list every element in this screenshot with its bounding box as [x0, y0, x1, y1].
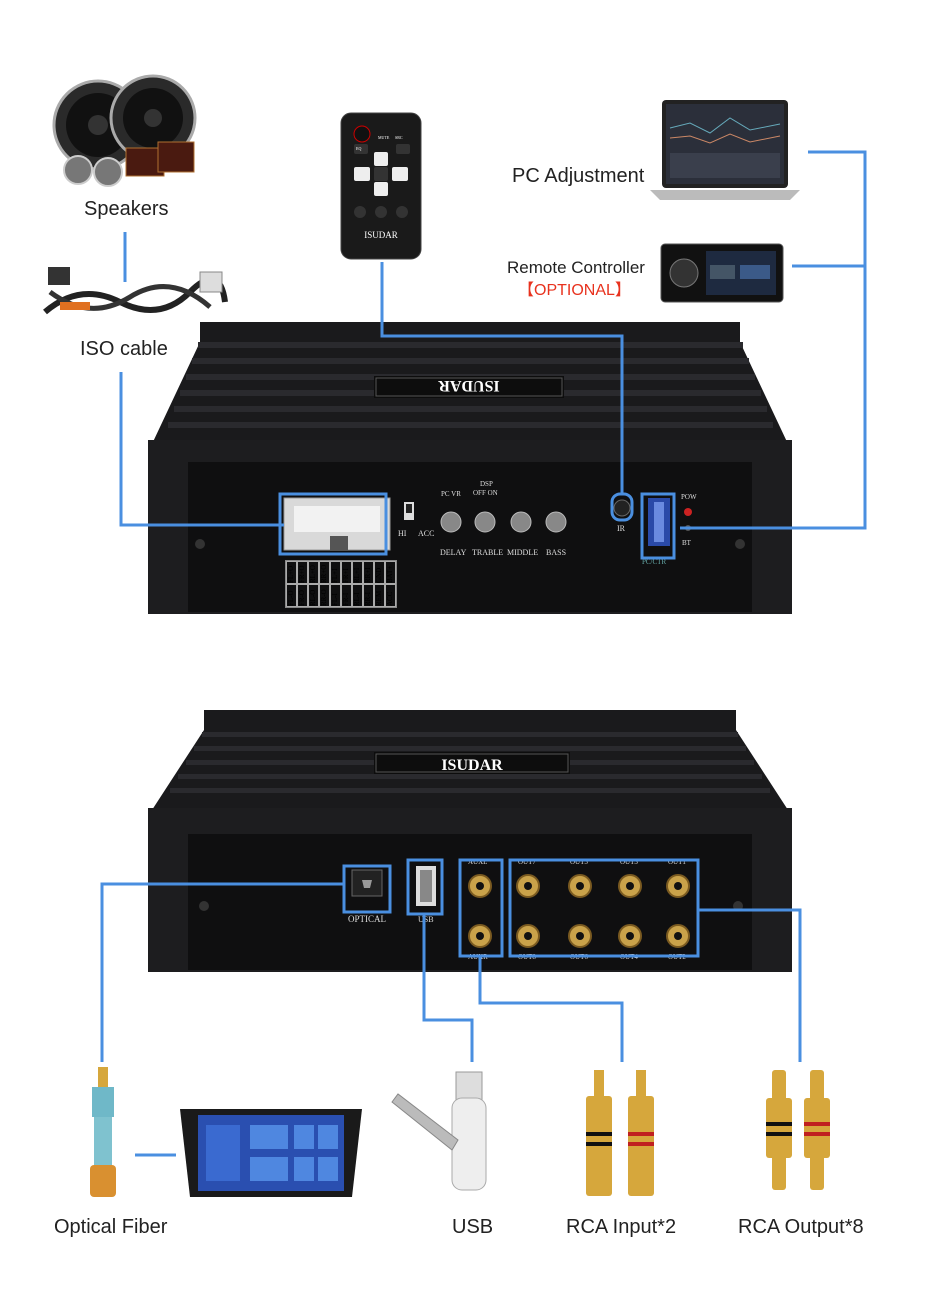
pin-label: FR-I: [341, 584, 352, 607]
optical-fiber-image: [82, 1065, 126, 1200]
pc-vr-label: PC VR: [441, 490, 461, 498]
front-logo: ISUDAR: [438, 377, 500, 394]
pin-label: RL-I: [352, 584, 363, 607]
acc-label: ACC: [418, 529, 434, 538]
laptop-image: [650, 98, 800, 202]
optional-label: 【OPTIONAL】: [518, 282, 631, 299]
pin-label: BAT+: [385, 561, 396, 584]
output-label: OUT7: [518, 858, 536, 866]
pin-label: RR+I: [363, 561, 374, 584]
off-on-label: OFF ON: [473, 489, 498, 497]
output-label: OUT8: [518, 953, 536, 961]
pin-label: RR+O: [319, 561, 330, 584]
remote-controller-label: Remote Controller: [507, 258, 645, 277]
rca-input-label: RCA Input*2: [566, 1216, 677, 1238]
pin-label: FL+O: [286, 561, 297, 584]
knob-label-trable: TRABLE: [472, 548, 503, 557]
pow-label: POW: [681, 493, 697, 501]
output-label: OUT2: [668, 953, 686, 961]
rca-output-image: [760, 1068, 840, 1198]
rca-input-image: [582, 1068, 662, 1200]
pin-label: RR-O: [319, 584, 330, 607]
hi-label: HI: [398, 529, 407, 538]
pin-label: RL+I: [352, 561, 363, 584]
pin-label: RL+O: [308, 561, 319, 584]
remote-image: ISUDAR MUTE SRC EQ: [340, 112, 422, 260]
pin-label: REM: [374, 584, 385, 607]
iso-cable-image: [40, 262, 230, 332]
speakers-label: Speakers: [84, 198, 169, 220]
head-unit-image: [176, 1105, 366, 1201]
output-label: OUT4: [620, 953, 638, 961]
remote-eq: EQ: [356, 146, 361, 151]
pin-label: FL+I: [330, 561, 341, 584]
dsp-unit-front: ISUDAR HI ACC PC VR DSP OFF ON DELAY TRA…: [148, 322, 792, 630]
output-label: OUT3: [620, 858, 638, 866]
iso-cable-label: ISO cable: [80, 338, 168, 360]
remote-mute: MUTE: [378, 135, 390, 140]
pin-label: FR+I: [341, 561, 352, 584]
pin-label: FR+O: [297, 561, 308, 584]
pin-label: ACC: [385, 584, 396, 607]
output-label: OUT5: [570, 858, 588, 866]
remote-src: SRC: [395, 135, 403, 140]
knob-label-middle: MIDDLE: [507, 548, 538, 557]
optical-fiber-label: Optical Fiber: [54, 1216, 168, 1238]
iso-pin-label-grid: FL+O FR+O RL+O RR+O FL+I FR+I RL+I RR+I …: [285, 560, 397, 608]
rear-logo: ISUDAR: [441, 757, 503, 774]
pin-label: GND: [374, 561, 385, 584]
rca-output-label: RCA Output*8: [738, 1216, 864, 1238]
pc-adjustment-label: PC Adjustment: [512, 165, 645, 187]
knob-label-bass: BASS: [546, 548, 566, 557]
remote-brand: ISUDAR: [364, 230, 398, 240]
auxr-label: AUXR: [468, 953, 488, 961]
ir-label: IR: [617, 524, 626, 533]
optical-port-label: OPTICAL: [348, 914, 386, 924]
output-label: OUT6: [570, 953, 588, 961]
pin-label: FL-I: [330, 584, 341, 607]
usb-drive-image: [388, 1068, 498, 1198]
auxl-label: AUXL: [468, 858, 487, 866]
pc-ctr-label: PC/CTR: [642, 558, 666, 566]
pin-label: RL-O: [308, 584, 319, 607]
pin-label: FL-O: [286, 584, 297, 607]
knob-label-delay: DELAY: [440, 548, 467, 557]
speakers-image: [48, 70, 198, 200]
usb-port-label: USB: [418, 915, 434, 924]
pin-label: RR-I: [363, 584, 374, 607]
dsp-unit-rear: ISUDAR OPTICAL USB AUXL AUXR OUT7 OUT5: [148, 710, 792, 980]
usb-label: USB: [452, 1216, 494, 1238]
bt-label: BT: [682, 539, 692, 547]
remote-controller-image: [660, 243, 784, 303]
dsp-label: DSP: [480, 480, 493, 488]
pin-label: FR-O: [297, 584, 308, 607]
output-label: OUT1: [668, 858, 686, 866]
